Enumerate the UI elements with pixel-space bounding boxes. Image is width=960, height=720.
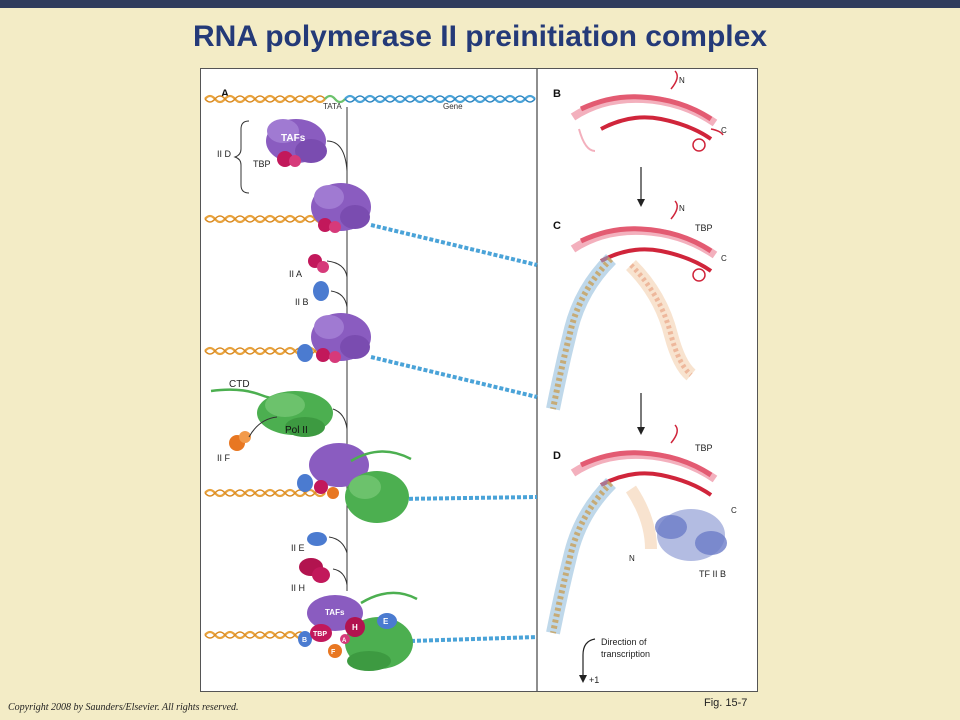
panel-c-letter: C [553,220,561,232]
iid-brace [233,120,250,194]
direction-line2: transcription [601,649,650,659]
slide-title: RNA polymerase II preinitiation complex [192,20,768,53]
plus-one-label: +1 [589,675,599,685]
arrow-5 [332,408,348,430]
final-h-label: H [352,623,358,632]
panel-d-letter: D [553,450,561,462]
panel-d-tbp-label: TBP [695,443,713,453]
arrow-3 [330,290,348,308]
direction-arrow [582,638,596,677]
final-b-label: B [302,637,307,644]
direction-arrow-head [579,675,587,683]
tfiib-label: TF II B [699,569,726,579]
tbp-tfiib-dna-structure-d [546,424,727,635]
arrow-b-c-head [637,199,645,207]
dna-strand-5 [204,630,538,643]
panel-c-tbp-label: TBP [695,223,713,233]
iih-factor [299,558,330,583]
tfiid-complex-2 [311,183,371,233]
dna-strand-1 [204,94,536,104]
dna-strand-2 [204,214,538,267]
panel-d-n-label: N [629,554,635,563]
complex-3 [297,313,371,363]
final-e-label: E [383,617,389,626]
panel-b-n-label: N [679,76,685,85]
figure-panel: A TATA Gene II D TAFs TBP II A I [200,68,758,692]
copyright-note: Copyright 2008 by Saunders/Elsevier. All… [8,702,239,713]
dna-strand-3 [204,346,538,399]
iib-factor [313,281,329,301]
dna-strand-4 [204,488,538,501]
panel-b-c-label: C [721,126,727,135]
iia-label: II A [289,269,302,279]
arrow-6 [328,536,348,554]
tata-label: TATA [323,102,342,111]
panel-c-n-label: N [679,204,685,213]
tafs-label: TAFs [281,133,306,144]
final-a-label: A [342,638,347,644]
arrow-2 [326,260,348,278]
iib-label: II B [295,297,309,307]
iia-factor [308,254,329,273]
arrow-7 [332,568,348,586]
top-bar [0,0,960,8]
final-tbp-label: TBP [313,631,327,638]
figure-number: Fig. 15-7 [704,697,748,709]
tbp-label: TBP [253,159,271,169]
arrow-1 [326,140,348,172]
pol2-enzyme [257,391,333,437]
tbp-structure-b [570,70,724,152]
direction-line1: Direction of [601,637,647,647]
arrow-c-d-head [637,427,645,435]
iif-factor [229,431,251,451]
pol2-label: Pol II [285,425,308,436]
complex-4 [297,443,412,523]
ctd-label: CTD [229,379,250,390]
iie-factor [307,532,327,546]
final-f-label: F [331,649,336,656]
final-tafs-label: TAFs [325,608,345,617]
tbp-dna-structure-c [546,200,718,411]
iih-label: II H [291,583,305,593]
iif-label: II F [217,453,231,463]
gene-label: Gene [443,102,463,111]
arrow-4 [248,416,278,438]
iie-label: II E [291,543,305,553]
panel-c-c-label: C [721,254,727,263]
panel-d-c-label: C [731,506,737,515]
panel-a-letter: A [221,88,229,100]
final-complex [298,591,418,671]
panel-b-letter: B [553,88,561,100]
figure-diagram: A TATA Gene II D TAFs TBP II A I [204,69,737,691]
tfiid-complex-1 [266,119,327,167]
iid-label: II D [217,149,232,159]
